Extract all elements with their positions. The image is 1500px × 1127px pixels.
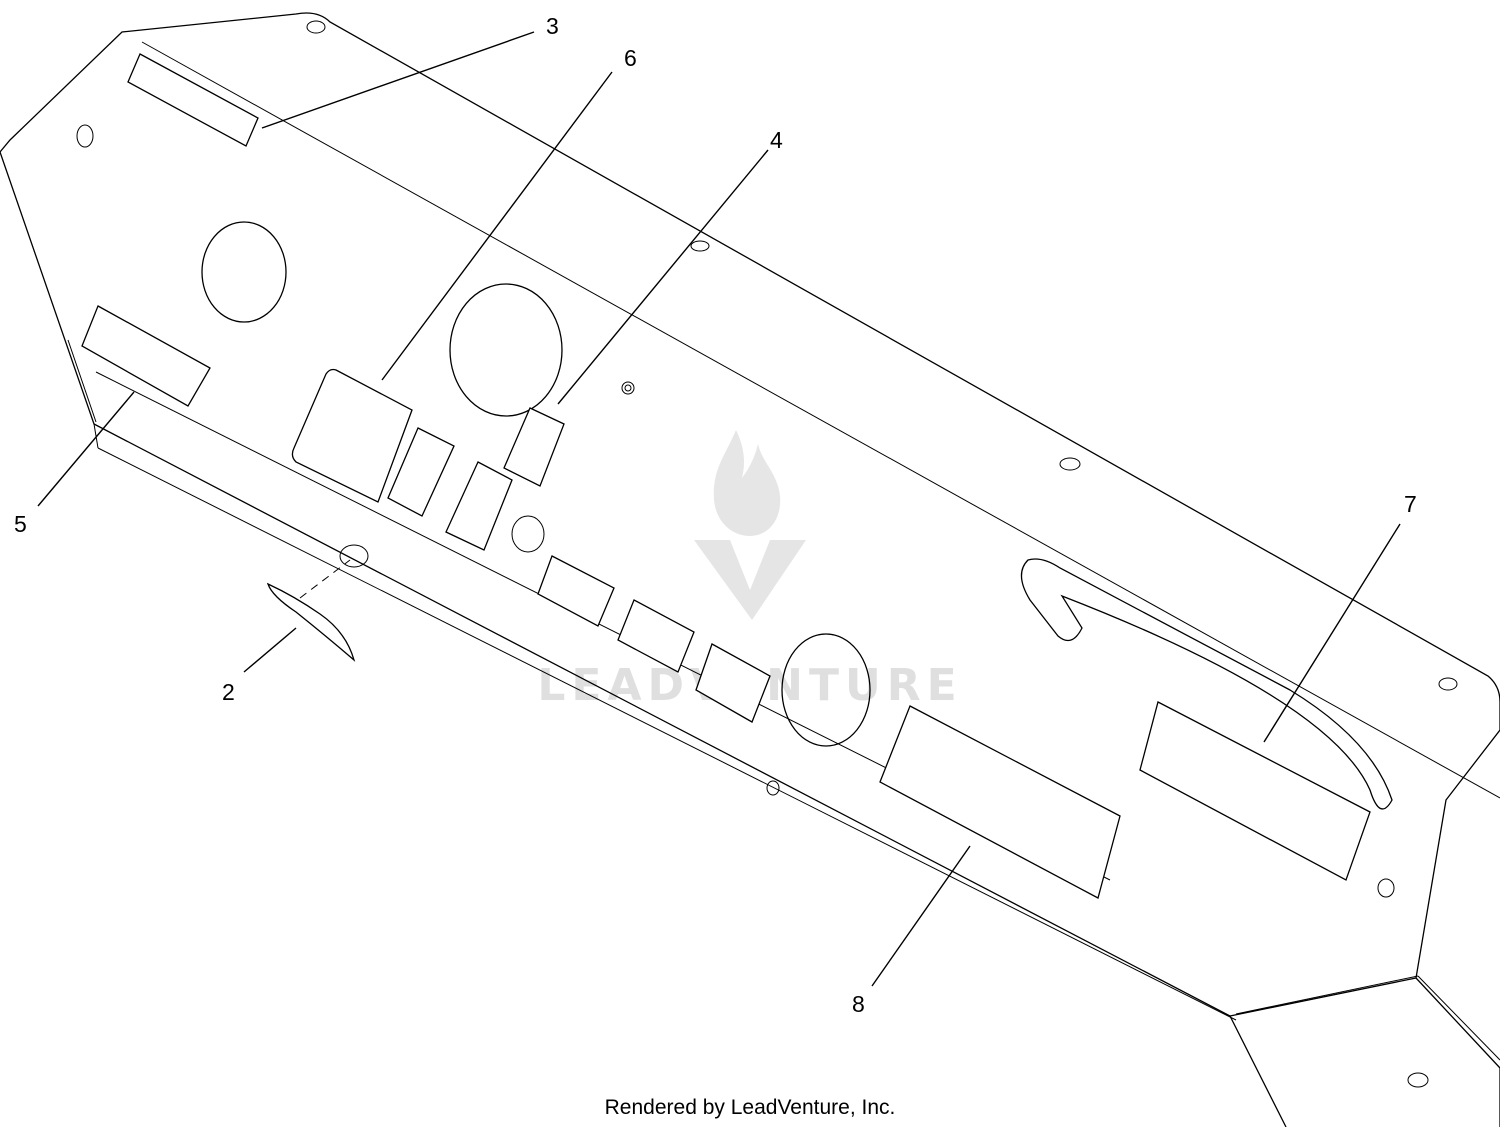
mounting-hole bbox=[76, 124, 94, 148]
mounting-hole bbox=[306, 20, 326, 34]
callout-2: 2 bbox=[222, 679, 235, 705]
panel-outline bbox=[0, 12, 1500, 1127]
throttle-slot bbox=[1020, 558, 1393, 810]
leader-8 bbox=[871, 845, 971, 987]
leader-7 bbox=[1263, 523, 1401, 743]
mounting-hole bbox=[511, 515, 545, 553]
clip-assembly-line bbox=[299, 559, 351, 599]
decals bbox=[81, 53, 1371, 899]
bend-corner bbox=[93, 423, 99, 449]
callout-7: 7 bbox=[1404, 491, 1417, 517]
lower-bend-line bbox=[97, 447, 1237, 1021]
callout-8: 8 bbox=[852, 991, 865, 1017]
mounting-hole bbox=[1377, 878, 1395, 898]
mounting-hole bbox=[690, 240, 710, 252]
switch-decal bbox=[445, 461, 513, 551]
render-credit: Rendered by LeadVenture, Inc. bbox=[605, 1096, 896, 1119]
mounting-hole bbox=[1438, 677, 1458, 691]
clip-2 bbox=[266, 582, 356, 662]
mounting-hole bbox=[1407, 1072, 1429, 1088]
decal-4 bbox=[503, 407, 565, 487]
flame-logo-icon bbox=[713, 430, 781, 536]
decal-3 bbox=[127, 53, 259, 147]
gauge-opening bbox=[449, 283, 563, 417]
upper-fold-line bbox=[141, 41, 1500, 799]
callout-4: 4 bbox=[770, 127, 783, 153]
leader-4 bbox=[557, 149, 769, 405]
decal-8 bbox=[879, 705, 1121, 899]
callout-3: 3 bbox=[546, 13, 559, 39]
leader-6 bbox=[381, 71, 613, 381]
decal-6 bbox=[291, 368, 413, 503]
callout-labels: 3 6 4 5 7 8 2 bbox=[14, 13, 1417, 1017]
panel-flange-edge bbox=[1229, 977, 1417, 1017]
mounting-hole bbox=[1059, 457, 1081, 471]
mounting-hole bbox=[624, 384, 632, 392]
panel-flange-inner-edge bbox=[1235, 975, 1419, 1015]
gauge-opening bbox=[201, 221, 287, 323]
v-logo-icon bbox=[694, 540, 806, 620]
mounting-hole bbox=[766, 780, 780, 796]
clip-part bbox=[266, 559, 356, 662]
gauge-opening bbox=[781, 633, 871, 747]
switch-decal bbox=[537, 555, 615, 627]
left-bend-line bbox=[67, 339, 97, 423]
leader-3 bbox=[261, 31, 535, 129]
leader-lines bbox=[37, 31, 1401, 987]
switch-decal bbox=[695, 643, 771, 723]
switch-decal bbox=[617, 599, 695, 673]
panel-upper-edge bbox=[0, 12, 1500, 1127]
callout-6: 6 bbox=[624, 45, 637, 71]
panel-lower-edge bbox=[0, 151, 1287, 1127]
mounting-hole bbox=[339, 544, 369, 568]
mounting-hole bbox=[621, 381, 635, 395]
decal-7 bbox=[1139, 701, 1371, 881]
gauge-openings bbox=[201, 221, 871, 747]
decal-5 bbox=[81, 305, 211, 407]
leader-5 bbox=[37, 391, 135, 507]
switch-decal bbox=[387, 427, 455, 517]
mounting-holes bbox=[76, 20, 1458, 1088]
leader-2 bbox=[243, 627, 297, 673]
panel-flange-side bbox=[1417, 975, 1500, 1061]
callout-5: 5 bbox=[14, 511, 27, 537]
